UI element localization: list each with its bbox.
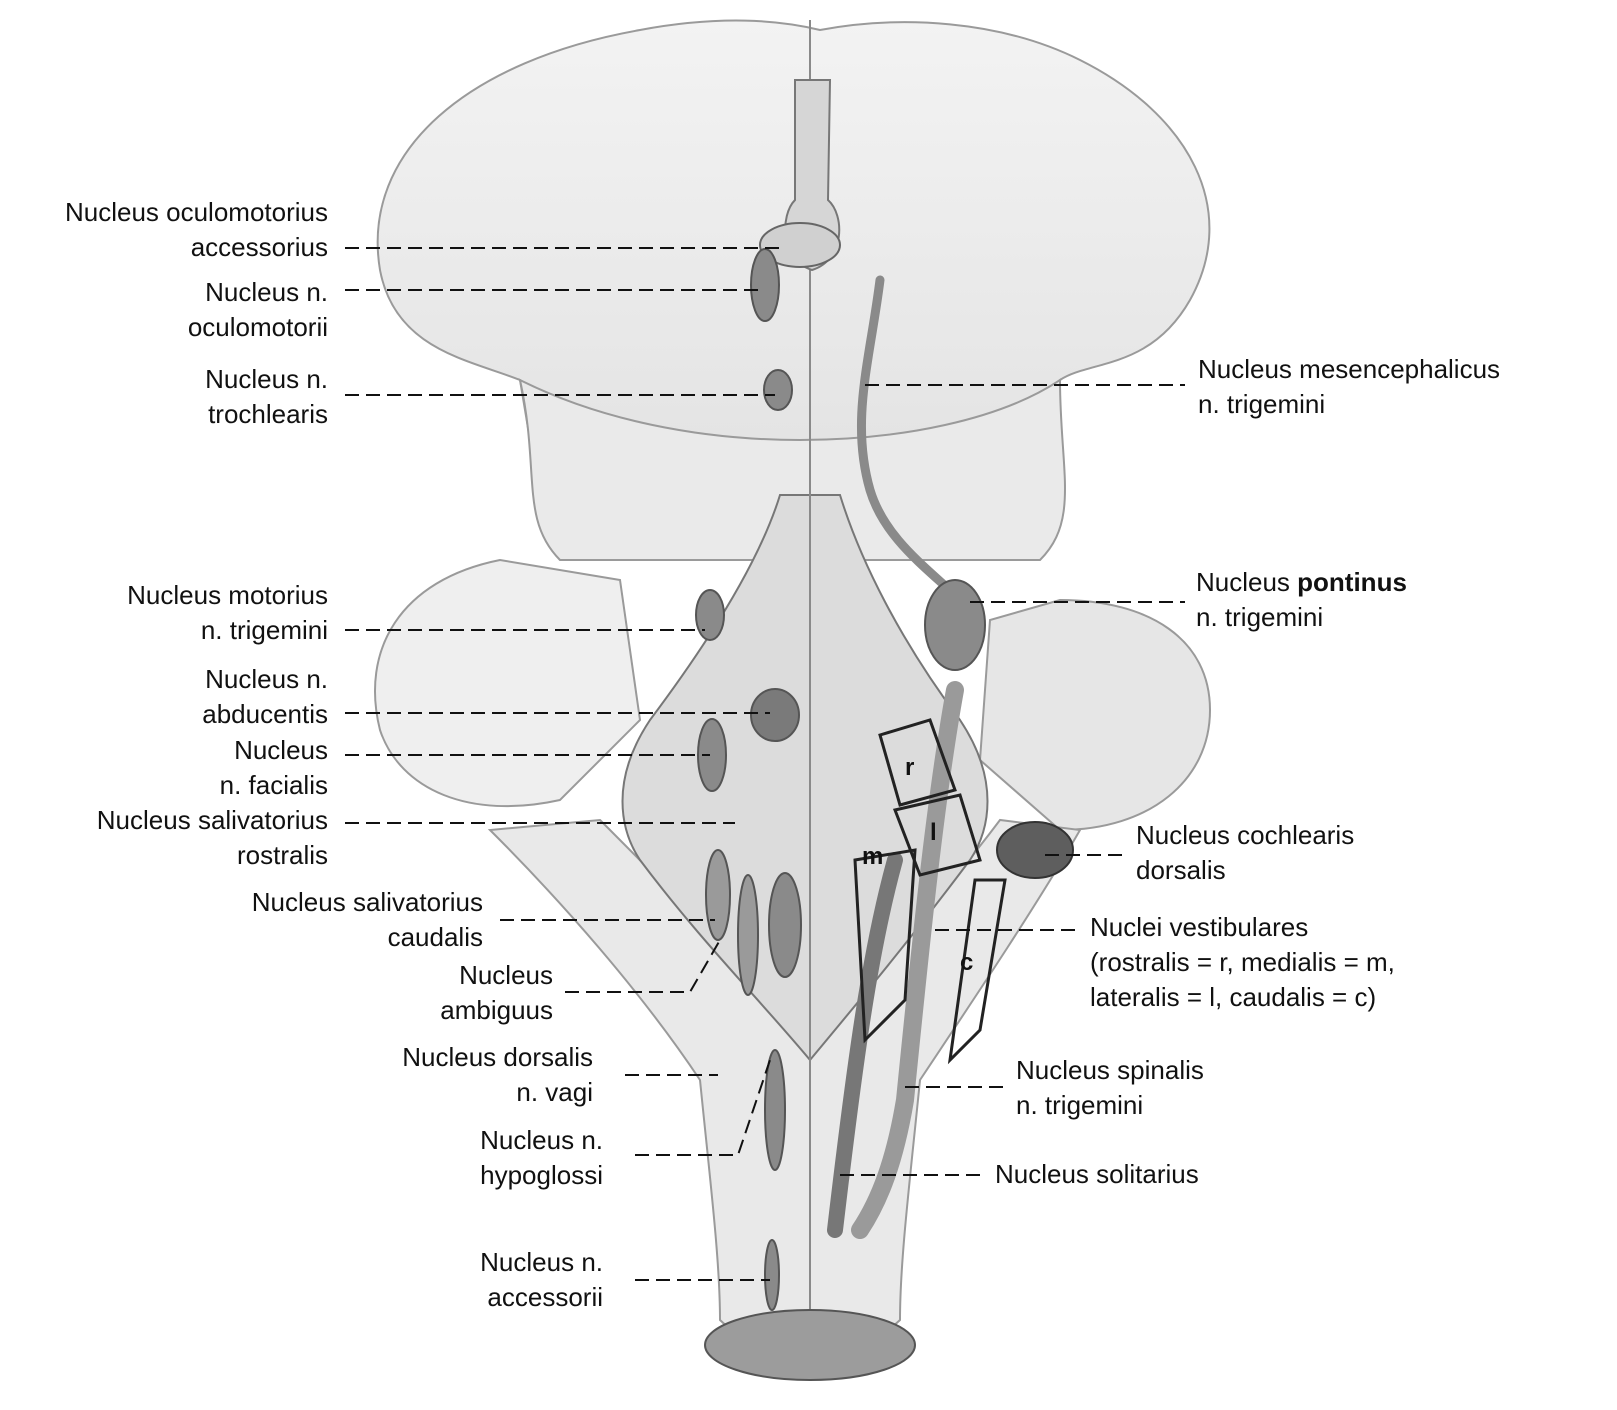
nucleus-oculomotorii [750,248,780,322]
label-salivatorius-rostralis: Nucleus salivatorius rostralis [96,805,328,870]
nucleus-salivatorius-caudalis [705,849,731,941]
nucleus-accessorii [764,1239,780,1311]
nucleus-facialis [697,718,727,792]
label-n-trochlearis: Nucleus n. trochlearis [205,364,328,429]
vestibular-caudalis [947,878,1007,1065]
label-n-oculomotorii: Nucleus n. oculomotorii [187,277,328,342]
pons-body [518,378,1066,561]
nucleus-cochlearis-dorsalis [996,821,1074,879]
tag-l: l [930,819,937,846]
nucleus-trochlearis [763,369,793,411]
label-dorsalis-vagi: Nucleus dorsalis n. vagi [402,1042,593,1107]
label-motorius-trigemini: Nucleus motorius n. trigemini [127,580,328,645]
nucleus-hypoglossi [764,1049,786,1171]
label-facialis: Nucleus n. facialis [219,735,328,800]
label-salivatorius-caudalis: Nucleus salivatorius caudalis [251,887,483,952]
label-ambiguus: Nucleus ambiguus [440,960,553,1025]
spinal-cord-section [704,1309,916,1381]
nucleus-oculomotorius-accessorius [759,222,841,268]
nucleus-spinalis-trigemini [851,681,964,1239]
vestibular-medialis [853,848,917,1044]
label-cochlearis-dorsalis: Nucleus cochlearis dorsalis [1136,820,1355,885]
vestibular-rostralis [878,718,957,807]
nucleus-dorsalis-vagi [768,872,802,978]
label-pontinus: Nucleus pontinus n. trigemini [1196,567,1407,632]
nucleus-motorius-trigemini [695,589,725,641]
tag-r: r [905,754,914,781]
label-oculomotorius-accessorius: Nucleus oculomotorius accessorius [64,197,328,262]
leader-hypoglossi [635,1059,771,1156]
nucleus-pontinus-trigemini [924,579,986,671]
nucleus-mesencephalicus-trigemini [856,275,965,605]
label-vestibulares: Nuclei vestibulares (rostralis = r, medi… [1090,912,1395,1012]
label-spinalis-trigemini: Nucleus spinalis n. trigemini [1016,1055,1204,1120]
tag-c: c [960,949,973,976]
tag-m: m [862,843,883,870]
left-peduncle [374,558,642,808]
label-mesencephalicus: Nucleus mesencephalicus n. trigemini [1198,354,1501,419]
label-solitarius: Nucleus solitarius [995,1159,1199,1189]
nucleus-ambiguus [737,874,759,996]
label-accessorii: Nucleus n. accessorii [480,1247,603,1312]
nucleus-abducentis [750,688,800,742]
label-abducentis: Nucleus n. abducentis [202,664,328,729]
label-hypoglossi: Nucleus n. hypoglossi [480,1125,603,1190]
right-peduncle [978,598,1212,832]
vestibular-lateralis [892,793,982,877]
